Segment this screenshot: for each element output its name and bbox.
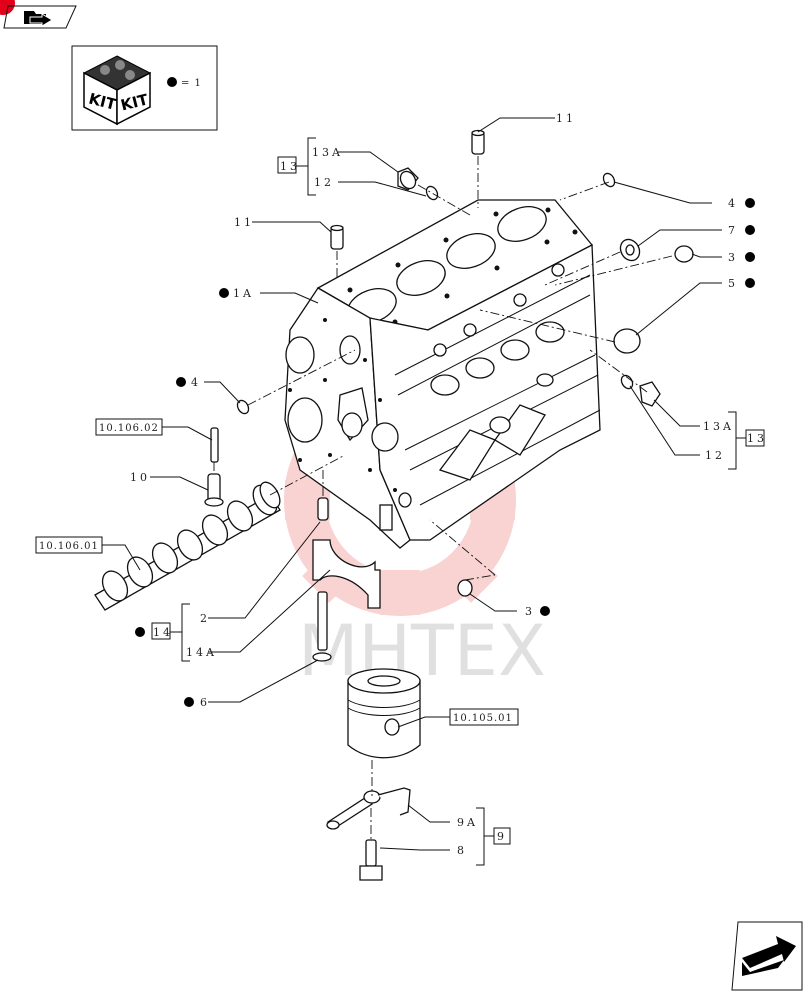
plug-5 bbox=[613, 328, 641, 354]
plug-3-right bbox=[674, 245, 694, 263]
kit-bullet-dots bbox=[135, 198, 755, 707]
folder-arrow-icon bbox=[24, 11, 53, 27]
bearing-cap-14a bbox=[312, 539, 381, 609]
ref-box-10-106-02 bbox=[95, 418, 163, 436]
kit-bullet-dot bbox=[167, 77, 177, 87]
label-3-right: 3 bbox=[728, 251, 738, 264]
bolt-10 bbox=[204, 473, 224, 507]
plug-13a-right bbox=[639, 381, 661, 407]
camshaft bbox=[94, 481, 281, 611]
bracket-13-top bbox=[277, 137, 316, 196]
part-labels: 11 13A 12 13 11 1A 4 10.106.02 10 10.106… bbox=[39, 112, 767, 857]
next-page-button[interactable] bbox=[731, 921, 803, 991]
bracket-13-right bbox=[728, 411, 765, 470]
label-12-top: 12 bbox=[314, 176, 334, 189]
next-page-arrow-icon bbox=[742, 936, 796, 976]
bolt-10-106-02 bbox=[210, 427, 219, 463]
label-2: 2 bbox=[200, 612, 210, 625]
label-13-top: 13 bbox=[280, 160, 300, 173]
kit-legend: KIT KIT = 1 bbox=[71, 45, 218, 131]
kit-box-icon: KIT KIT bbox=[82, 55, 152, 126]
label-8: 8 bbox=[457, 844, 467, 857]
dowel-pin-11-left bbox=[330, 224, 344, 250]
label-9: 9 bbox=[497, 830, 507, 843]
seal-4-right bbox=[602, 172, 616, 188]
label-4-right: 4 bbox=[728, 197, 738, 210]
ref-10-105-01: 10.105.01 bbox=[453, 713, 513, 724]
label-5: 5 bbox=[728, 277, 738, 290]
ref-10-106-02: 10.106.02 bbox=[99, 423, 159, 434]
bolt-8 bbox=[359, 839, 383, 881]
label-14a: 14A bbox=[186, 646, 217, 659]
bolt-14a bbox=[312, 591, 332, 662]
label-13a-top: 13A bbox=[312, 146, 343, 159]
label-7: 7 bbox=[728, 224, 738, 237]
label-3-bottom: 3 bbox=[525, 605, 535, 618]
center-lines bbox=[213, 156, 673, 840]
label-9a: 9A bbox=[457, 816, 478, 829]
label-12-right: 12 bbox=[705, 449, 725, 462]
label-11-top: 11 bbox=[556, 112, 576, 125]
label-14: 14 bbox=[153, 626, 173, 639]
plug-3-bottom bbox=[457, 579, 473, 597]
seal-12-top bbox=[425, 185, 439, 201]
dowel-pin-11-top bbox=[471, 129, 485, 155]
bracket-14 bbox=[151, 603, 190, 662]
oil-nozzle-9a bbox=[326, 787, 411, 830]
dowel-pin-2 bbox=[317, 497, 329, 521]
ref-box-10-106-01 bbox=[35, 536, 103, 554]
label-6: 6 bbox=[200, 696, 210, 709]
watermark-text: MHTEX bbox=[298, 610, 546, 692]
ref-10-106-01: 10.106.01 bbox=[39, 541, 99, 552]
seal-12-right bbox=[620, 374, 634, 390]
piston bbox=[347, 668, 421, 759]
label-10: 10 bbox=[130, 471, 150, 484]
plug-7 bbox=[619, 238, 641, 262]
label-13a-right: 13A bbox=[703, 420, 734, 433]
kit-equals-text: = 1 bbox=[181, 78, 202, 89]
seal-4-left bbox=[236, 399, 250, 415]
top-nav-tab[interactable] bbox=[0, 0, 77, 29]
label-4-left: 4 bbox=[191, 376, 201, 389]
bracket-9 bbox=[476, 807, 511, 866]
leader-lines bbox=[102, 117, 722, 851]
engine-block bbox=[284, 199, 601, 549]
label-11-left: 11 bbox=[234, 216, 254, 229]
plug-13a-top bbox=[397, 167, 419, 191]
label-13-right: 13 bbox=[747, 432, 767, 445]
label-1a: 1A bbox=[233, 287, 254, 300]
ref-box-10-105-01 bbox=[449, 708, 519, 726]
